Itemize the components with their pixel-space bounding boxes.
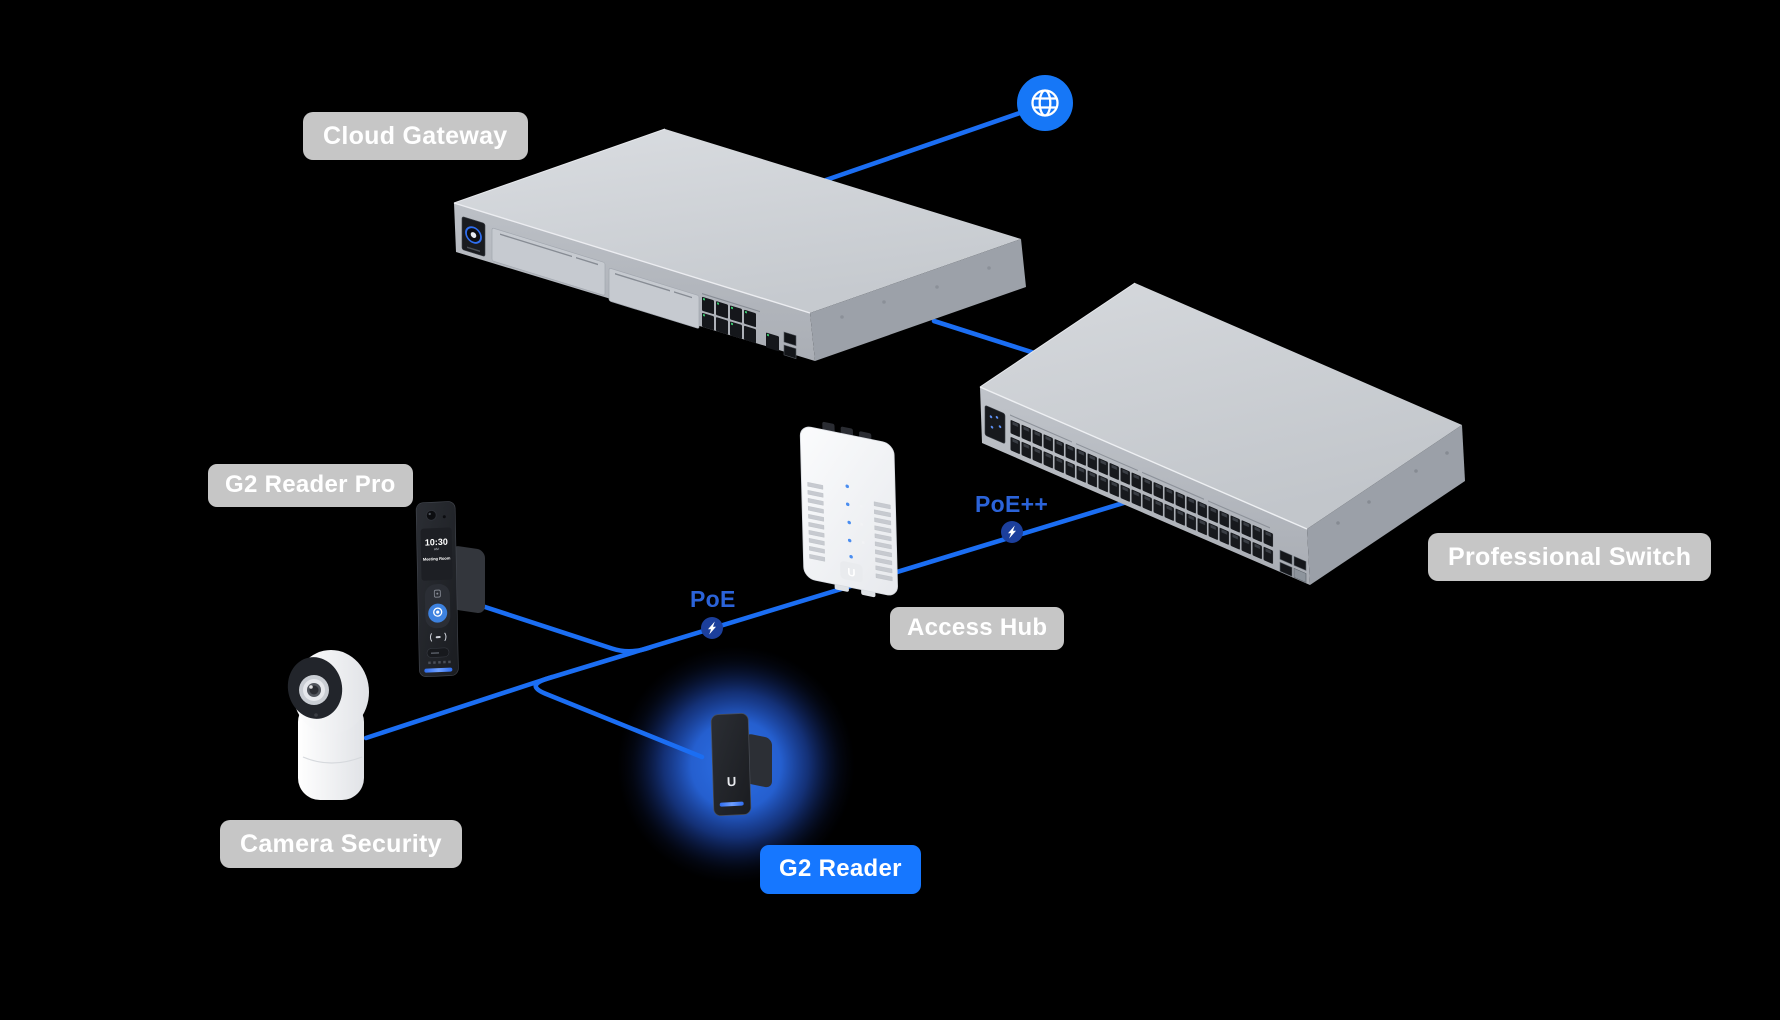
hub-u-logo: U <box>847 567 855 580</box>
readerpro-led-bar <box>424 667 453 673</box>
poe-plus-plus-badge <box>1001 521 1023 543</box>
reader-mount <box>745 734 772 788</box>
readerpro-screen-time: 10:30 <box>425 537 448 548</box>
globe-icon <box>1031 89 1059 117</box>
line-readerpro-junction <box>479 603 653 654</box>
readerpro-screen-meridiem: AM <box>434 547 439 551</box>
g2-reader-pro-device[interactable]: 10:30 AM Meeting Room <box>415 501 485 677</box>
g2-reader-pro-label[interactable]: G2 Reader Pro <box>208 464 413 507</box>
cloud-gateway-device[interactable] <box>453 128 1026 361</box>
gateway-drive-bay <box>608 268 700 329</box>
readerpro-camera <box>425 509 437 521</box>
poe-badge <box>701 617 723 639</box>
readerpro-dot-row <box>428 660 451 665</box>
cloud-gateway-label[interactable]: Cloud Gateway <box>303 112 528 160</box>
g2-reader-label-selected[interactable]: G2 Reader <box>760 845 921 894</box>
gateway-ethernet-ports <box>702 296 756 344</box>
gateway-wan-port <box>766 332 779 352</box>
switch-display <box>984 405 1006 444</box>
poe-plus-plus-connection-label: PoE++ <box>975 491 1049 517</box>
access-hub-device[interactable]: U <box>799 417 898 602</box>
g2-reader-device[interactable]: U <box>710 713 772 817</box>
nfc-tap-icon <box>429 632 447 642</box>
poe-connection-label: PoE <box>690 586 736 612</box>
hub-terminal-right <box>873 501 893 582</box>
camera-mic <box>314 713 318 717</box>
lightning-bolt-icon <box>1008 525 1016 539</box>
gateway-sfp-ports <box>783 331 797 360</box>
gateway-drive-bay <box>491 227 606 296</box>
gateway-side-screws <box>840 266 991 319</box>
doorbell-small-icon <box>433 589 441 598</box>
readerpro-sensor <box>442 515 446 519</box>
line-gateway-internet <box>823 102 1046 183</box>
switch-sfp-ports <box>1279 549 1307 583</box>
switch-ethernet-ports <box>1010 418 1274 567</box>
readerpro-screen-room: Meeting Room <box>423 555 451 561</box>
readerpro-screen <box>420 527 453 581</box>
doorbell-icon <box>433 607 443 617</box>
professional-switch-device[interactable] <box>979 282 1465 585</box>
access-hub-label[interactable]: Access Hub <box>890 607 1065 650</box>
line-camera-junction <box>363 674 555 741</box>
camera-security-label[interactable]: Camera Security <box>220 820 462 868</box>
hub-status-leds <box>845 484 865 559</box>
camera-security-device[interactable] <box>282 650 369 800</box>
reader-led-bar <box>719 801 744 807</box>
hub-terminal-left <box>807 482 826 562</box>
connection-lines <box>363 102 1169 760</box>
switch-side-screws <box>1336 451 1449 525</box>
reader-u-logo: U <box>727 774 737 789</box>
hub-u-logo-badge <box>840 561 863 583</box>
professional-switch-label[interactable]: Professional Switch <box>1428 533 1712 581</box>
lightning-bolt-icon <box>708 621 716 635</box>
internet-node[interactable] <box>1017 75 1073 131</box>
